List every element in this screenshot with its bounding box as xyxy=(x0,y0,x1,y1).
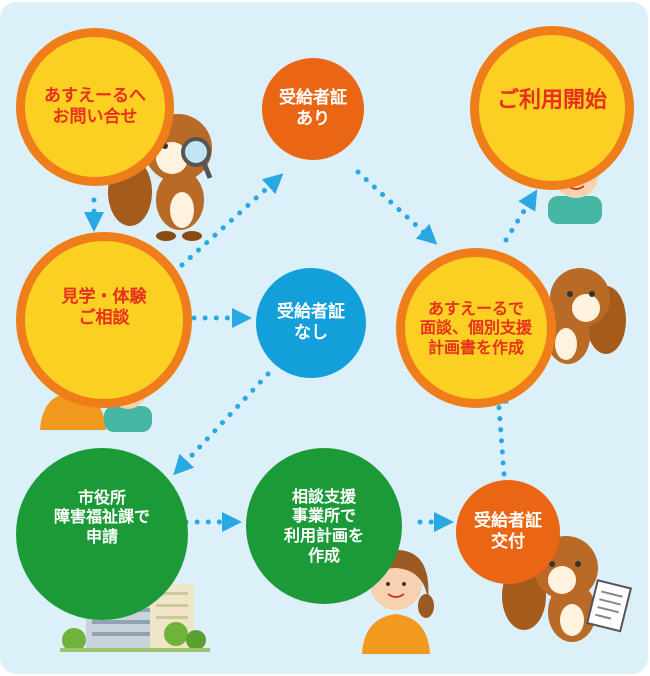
node-support-office-label: 相談支援 事業所で 利用計画を 作成 xyxy=(283,486,364,565)
node-city-hall-label: 市役所 障害福祉課で 申請 xyxy=(53,487,150,546)
node-plan: あすえーるで 面談、個別支援 計画書を作成 xyxy=(396,248,556,408)
node-contact-label: あすえーるへ お問い合せ xyxy=(44,86,146,127)
node-visit-label: 見学・体験 ご相談 xyxy=(61,287,147,328)
arrow-visit-to-cert-yes xyxy=(179,173,284,268)
node-cert-issued: 受給者証 交付 xyxy=(456,480,560,584)
node-start: ご利用開始 xyxy=(470,26,634,190)
node-city-hall: 市役所 障害福祉課で 申請 xyxy=(16,448,188,620)
arrow-cert-yes-to-plan xyxy=(355,169,438,245)
node-cert-yes: 受給者証 あり xyxy=(262,58,364,160)
node-support-office: 相談支援 事業所で 利用計画を 作成 xyxy=(246,448,402,604)
node-contact: あすえーるへ お問い合せ xyxy=(16,28,174,186)
node-visit: 見学・体験 ご相談 xyxy=(16,232,192,408)
node-cert-issued-label: 受給者証 交付 xyxy=(474,511,542,552)
node-cert-no-label: 受給者証 なし xyxy=(277,302,345,343)
arrow-issued-to-plan xyxy=(488,384,509,477)
node-plan-label: あすえーるで 面談、個別支援 計画書を作成 xyxy=(419,298,532,357)
node-cert-yes-label: 受給者証 あり xyxy=(279,88,347,129)
arrow-plan-to-start xyxy=(503,189,538,243)
node-start-label: ご利用開始 xyxy=(496,87,607,113)
arrow-cert-no-to-city xyxy=(173,371,271,476)
node-cert-no: 受給者証 なし xyxy=(256,268,366,378)
